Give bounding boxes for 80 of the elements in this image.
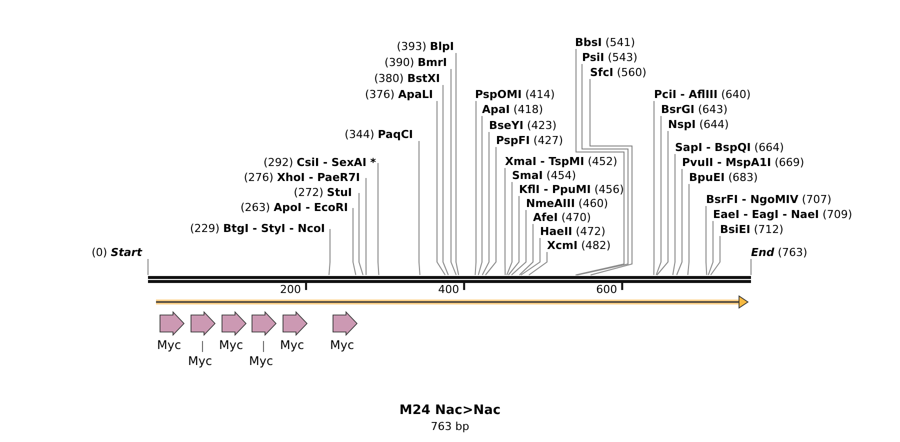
- leader-line: [366, 178, 367, 276]
- feature-label: Myc: [188, 354, 212, 368]
- map-caption: 763 bp: [430, 420, 470, 433]
- leader-line: [708, 220, 714, 276]
- feature-label: Myc: [157, 338, 182, 352]
- leader-line: [436, 100, 446, 276]
- leader-line: [474, 100, 476, 276]
- leader-line: [576, 64, 628, 276]
- leader-line: [528, 252, 548, 276]
- leader-line: [672, 154, 676, 276]
- enzyme-site-label: SapI - BspQI (664): [675, 141, 784, 154]
- leader-line: [352, 208, 356, 276]
- scale-number: 600: [596, 283, 618, 296]
- leader-line: [653, 100, 654, 276]
- enzyme-site-label: BseYI (423): [489, 119, 557, 132]
- enzyme-site-label: BsrGI (643): [661, 103, 728, 116]
- leader-line: [504, 168, 506, 276]
- enzyme-site-label: BbsI (541): [575, 36, 635, 49]
- leader-line: [590, 78, 632, 276]
- enzyme-site-label: BsrFI - NgoMIV (707): [706, 193, 832, 206]
- enzyme-site-label: PspOMI (414): [475, 88, 555, 101]
- leader-line: [450, 68, 457, 276]
- enzyme-site-label: NspI (644): [668, 118, 729, 131]
- enzyme-site-label: PciI - AflIII (640): [654, 88, 751, 101]
- enzyme-site-label: XcmI (482): [547, 239, 611, 252]
- enzyme-site-label: SfcI (560): [590, 66, 646, 79]
- leader-line: [442, 84, 449, 276]
- leader-line: [506, 182, 512, 276]
- leader-line: [710, 236, 720, 276]
- enzyme-site-label: BsiEI (712): [720, 223, 784, 236]
- leader-line: [478, 116, 482, 276]
- enzyme-site-label: (272) StuI: [294, 186, 352, 199]
- enzyme-site-label: AfeI (470): [533, 211, 591, 224]
- scale-number: 400: [438, 283, 460, 296]
- enzyme-site-label: End (763): [751, 246, 808, 259]
- leader-line: [656, 116, 662, 276]
- enzyme-site-label: (393) BlpI: [396, 40, 454, 53]
- leader-line: [456, 52, 460, 276]
- enzyme-site-label: PsiI (543): [582, 51, 638, 64]
- feature-label: Myc: [219, 338, 244, 352]
- enzyme-site-label: (380) BstXI: [374, 72, 440, 85]
- enzyme-site-label: (263) ApoI - EcoRI: [240, 201, 348, 214]
- enzyme-site-label: PspFI (427): [496, 134, 563, 147]
- feature-label: Myc: [330, 338, 354, 352]
- enzyme-site-label: (276) XhoI - PaeR7I: [244, 171, 360, 184]
- enzyme-site-label: (390) BmrI: [384, 56, 447, 69]
- enzyme-site-label: EaeI - EagI - NaeI (709): [713, 208, 852, 221]
- leader-line: [358, 192, 364, 276]
- leader-line: [378, 162, 380, 276]
- enzyme-site-label: NmeAIII (460): [526, 197, 608, 210]
- leader-line: [518, 224, 534, 276]
- leader-line: [575, 48, 624, 276]
- enzyme-site-label: (292) CsiI - SexAI *: [264, 156, 376, 169]
- leader-line: [482, 132, 490, 276]
- map-title: M24 Nac>Nac: [398, 403, 502, 418]
- leader-line: [750, 258, 752, 276]
- leader-line: [328, 228, 330, 276]
- enzyme-site-label: HaeII (472): [540, 225, 606, 238]
- enzyme-site-label: (376) ApaLI: [364, 88, 433, 101]
- enzyme-site-label: (0) Start: [92, 246, 142, 259]
- enzyme-site-label: (229) BtgI - StyI - NcoI: [190, 222, 325, 235]
- leader-line: [706, 206, 708, 276]
- leader-line: [485, 146, 496, 276]
- enzyme-site-label: SmaI (454): [512, 169, 576, 182]
- enzyme-site-label: ApaI (418): [482, 103, 543, 116]
- leader-line: [418, 140, 420, 276]
- feature-label: Myc: [280, 338, 304, 352]
- enzyme-site-label: BpuEI (683): [689, 171, 758, 184]
- enzyme-site-label: (344) PaqCI: [344, 128, 413, 141]
- leader-line: [687, 184, 690, 276]
- leader-line: [508, 196, 520, 276]
- feature-label: Myc: [249, 354, 274, 368]
- enzyme-site-label: KflI - PpuMI (456): [519, 183, 624, 196]
- leader-line: [676, 168, 682, 276]
- leader-line: [511, 210, 526, 276]
- leader-line: [656, 130, 668, 276]
- leader-line: [520, 238, 540, 276]
- enzyme-site-label: XmaI - TspMI (452): [505, 155, 618, 168]
- enzyme-site-label: PvuII - MspA1I (669): [682, 156, 804, 169]
- scale-number: 200: [280, 283, 302, 296]
